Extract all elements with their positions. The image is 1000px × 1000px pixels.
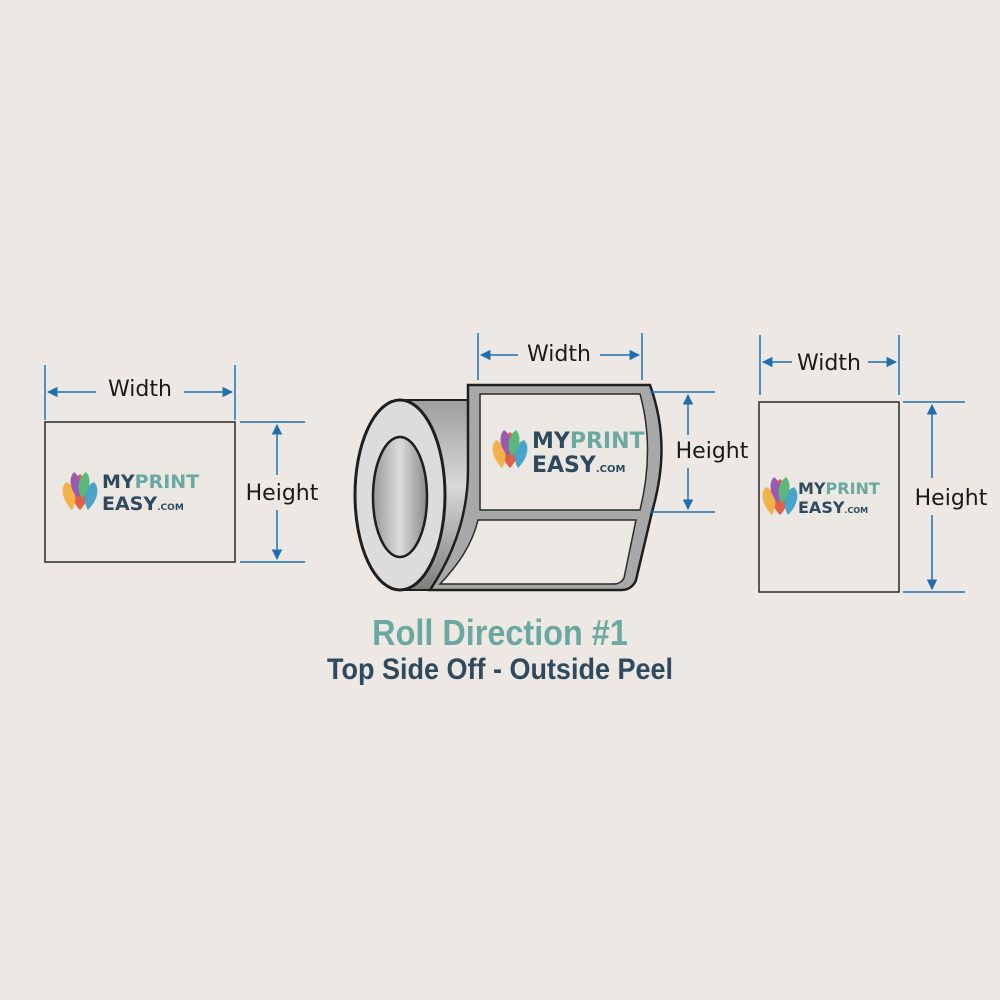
right-width-label: Width [797, 351, 861, 376]
svg-text:MYPRINT: MYPRINT [532, 429, 645, 454]
center-roll-group: Width Height MYPRINT EASY.COM [353, 333, 749, 592]
right-logo: MYPRINT EASY.COM [762, 477, 880, 517]
center-logo: MYPRINT EASY.COM [492, 429, 645, 478]
svg-text:EASY.COM: EASY.COM [798, 498, 868, 517]
center-height-label: Height [676, 439, 749, 464]
roll-label-next [438, 519, 637, 585]
left-label-group: Width Height MYPRINT EASY.COM [44, 365, 319, 563]
right-label-group: Width Height MYPRINT EASY.COM [758, 335, 988, 593]
svg-text:EASY.COM: EASY.COM [102, 493, 184, 515]
left-logo: MYPRINT EASY.COM [62, 471, 199, 515]
left-width-label: Width [108, 377, 172, 402]
logo-easy: EASY [102, 493, 157, 515]
roll-label-top [479, 393, 649, 511]
logo-print: PRINT [135, 471, 200, 493]
diagram-subtitle: Top Side Off - Outside Peel [326, 653, 674, 686]
right-height-label: Height [915, 486, 988, 511]
left-height-label: Height [246, 481, 319, 506]
svg-text:EASY.COM: EASY.COM [532, 453, 625, 478]
diagram-title: Roll Direction #1 [372, 612, 628, 653]
svg-text:MYPRINT: MYPRINT [798, 479, 880, 498]
logo-com: .COM [157, 503, 184, 513]
svg-text:MYPRINT: MYPRINT [102, 471, 199, 493]
roll-core [371, 435, 429, 559]
logo-my: MY [102, 471, 135, 493]
center-width-label: Width [527, 342, 591, 367]
